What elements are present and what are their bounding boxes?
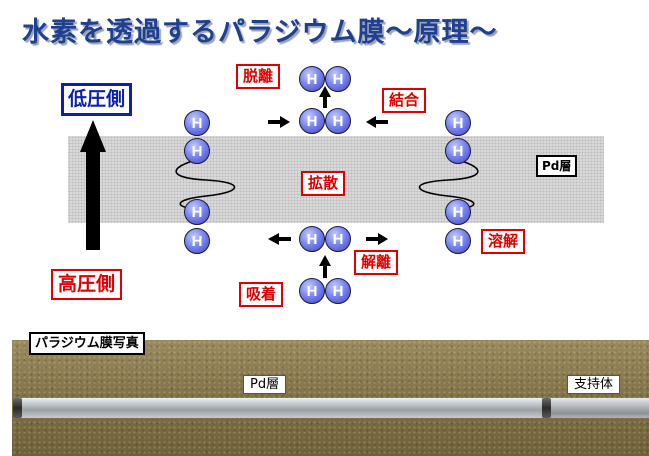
recombination-label: 結合	[382, 88, 427, 113]
hydrogen-atom: H	[184, 110, 210, 136]
hydrogen-atom: H	[325, 278, 351, 304]
high-pressure-label: 高圧側	[51, 269, 123, 300]
hydrogen-atom: H	[445, 228, 471, 254]
hydrogen-atom: H	[445, 138, 471, 164]
pd-layer-label: Pd層	[536, 155, 578, 177]
photo-pd-layer-label: Pd層	[243, 375, 287, 394]
hydrogen-atom: H	[325, 66, 351, 92]
hydrogen-atom: H	[445, 199, 471, 225]
process-arrows	[268, 86, 388, 278]
diffusion-path-right	[418, 159, 479, 210]
hydrogen-atom: H	[325, 108, 351, 134]
support-tube	[546, 398, 649, 418]
adsorption-label: 吸着	[239, 282, 284, 307]
hydrogen-atom: H	[184, 228, 210, 254]
tube-joint-fitting	[542, 398, 551, 418]
dissolution-label: 溶解	[481, 229, 526, 254]
dissociation-label: 解離	[354, 250, 399, 275]
hydrogen-atom: H	[184, 138, 210, 164]
desorption-label: 脱離	[236, 64, 281, 89]
hydrogen-atom: H	[445, 110, 471, 136]
hydrogen-atom: H	[299, 66, 325, 92]
pd-tube	[14, 398, 546, 418]
photo-support-label: 支持体	[567, 375, 621, 394]
hydrogen-atom: H	[299, 108, 325, 134]
hydrogen-atom: H	[299, 278, 325, 304]
hydrogen-atom: H	[184, 199, 210, 225]
hydrogen-atom: H	[299, 226, 325, 252]
low-pressure-label: 低圧側	[61, 83, 133, 116]
page-title: 水素を透過するパラジウム膜～原理～	[22, 17, 498, 48]
photo-title-label: パラジウム膜写真	[29, 332, 145, 355]
hydrogen-atom: H	[325, 226, 351, 252]
diffusion-path-left	[175, 159, 236, 210]
diffusion-label: 拡散	[301, 171, 346, 196]
tube-end-fitting	[13, 398, 22, 418]
pressure-direction-arrow	[80, 120, 106, 250]
